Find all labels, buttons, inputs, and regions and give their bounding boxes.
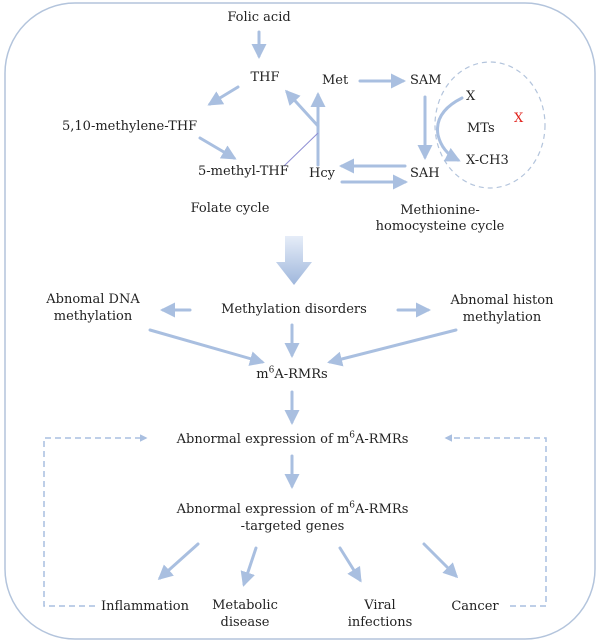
connector-methyl-junction xyxy=(283,132,319,167)
methylene-thf-label: 5,10-methylene-THF xyxy=(62,119,198,134)
viral-infections-label-1: Viral xyxy=(364,598,396,613)
histon-methylation-label-1: Abnomal histon xyxy=(450,293,554,308)
arrow-dna-rmrs xyxy=(148,328,265,366)
thf-label: THF xyxy=(250,70,280,85)
arrow-histon-rmrs xyxy=(327,328,458,367)
arrow-junction-thf xyxy=(284,89,320,128)
arrow-to-inflammation xyxy=(157,542,200,581)
m6a-rmrs-label: m6A-RMRs xyxy=(256,365,328,382)
arrow-thf-methylene xyxy=(207,85,240,106)
metabolic-disease-label-2: disease xyxy=(220,615,270,630)
methyl-thf-label: 5-methyl-THF xyxy=(198,164,289,179)
metabolic-disease-label-1: Metabolic xyxy=(212,598,278,613)
histon-methylation-label-2: methylation xyxy=(462,310,542,325)
arrow-to-cancer xyxy=(422,542,459,579)
arrow-methylene-methyl xyxy=(198,136,237,160)
mt-x-label: X xyxy=(466,89,476,104)
inhibit-x-mark: X xyxy=(514,111,524,126)
mts-label: MTs xyxy=(467,121,495,136)
folic-acid-label: Folic acid xyxy=(227,10,291,25)
sah-label: SAH xyxy=(410,166,440,181)
methionine-cycle-caption-1: Methionine- xyxy=(400,203,480,218)
methylation-disorders-label: Methylation disorders xyxy=(221,302,367,317)
hcy-label: Hcy xyxy=(309,166,335,181)
feedback-right xyxy=(444,434,547,607)
folate-cycle-label: Folate cycle xyxy=(190,201,270,216)
big-down-arrow xyxy=(276,236,312,285)
mt-x-ch3-label: X-CH3 xyxy=(466,153,509,168)
outer-frame xyxy=(4,2,596,640)
arrow-x-xch3 xyxy=(436,96,464,162)
abnormal-expression-label: Abnormal expression of m6A-RMRs xyxy=(176,430,409,447)
targeted-genes-label-1: Abnormal expression of m6A-RMRs xyxy=(176,500,409,517)
sam-label: SAM xyxy=(410,73,442,88)
inflammation-label: Inflammation xyxy=(101,599,189,614)
arrow-to-viral xyxy=(338,546,362,583)
mts-ellipse xyxy=(434,61,546,189)
dna-methylation-label-1: Abnomal DNA xyxy=(46,292,140,307)
targeted-genes-label-2: -targeted genes xyxy=(240,519,345,534)
viral-infections-label-2: infections xyxy=(347,615,413,630)
methionine-cycle-caption-2: homocysteine cycle xyxy=(375,219,505,234)
cancer-label: Cancer xyxy=(451,599,499,614)
feedback-left xyxy=(43,434,148,607)
dna-methylation-label-2: methylation xyxy=(53,309,133,324)
arrow-to-metabolic xyxy=(240,546,258,587)
met-label: Met xyxy=(322,73,349,88)
